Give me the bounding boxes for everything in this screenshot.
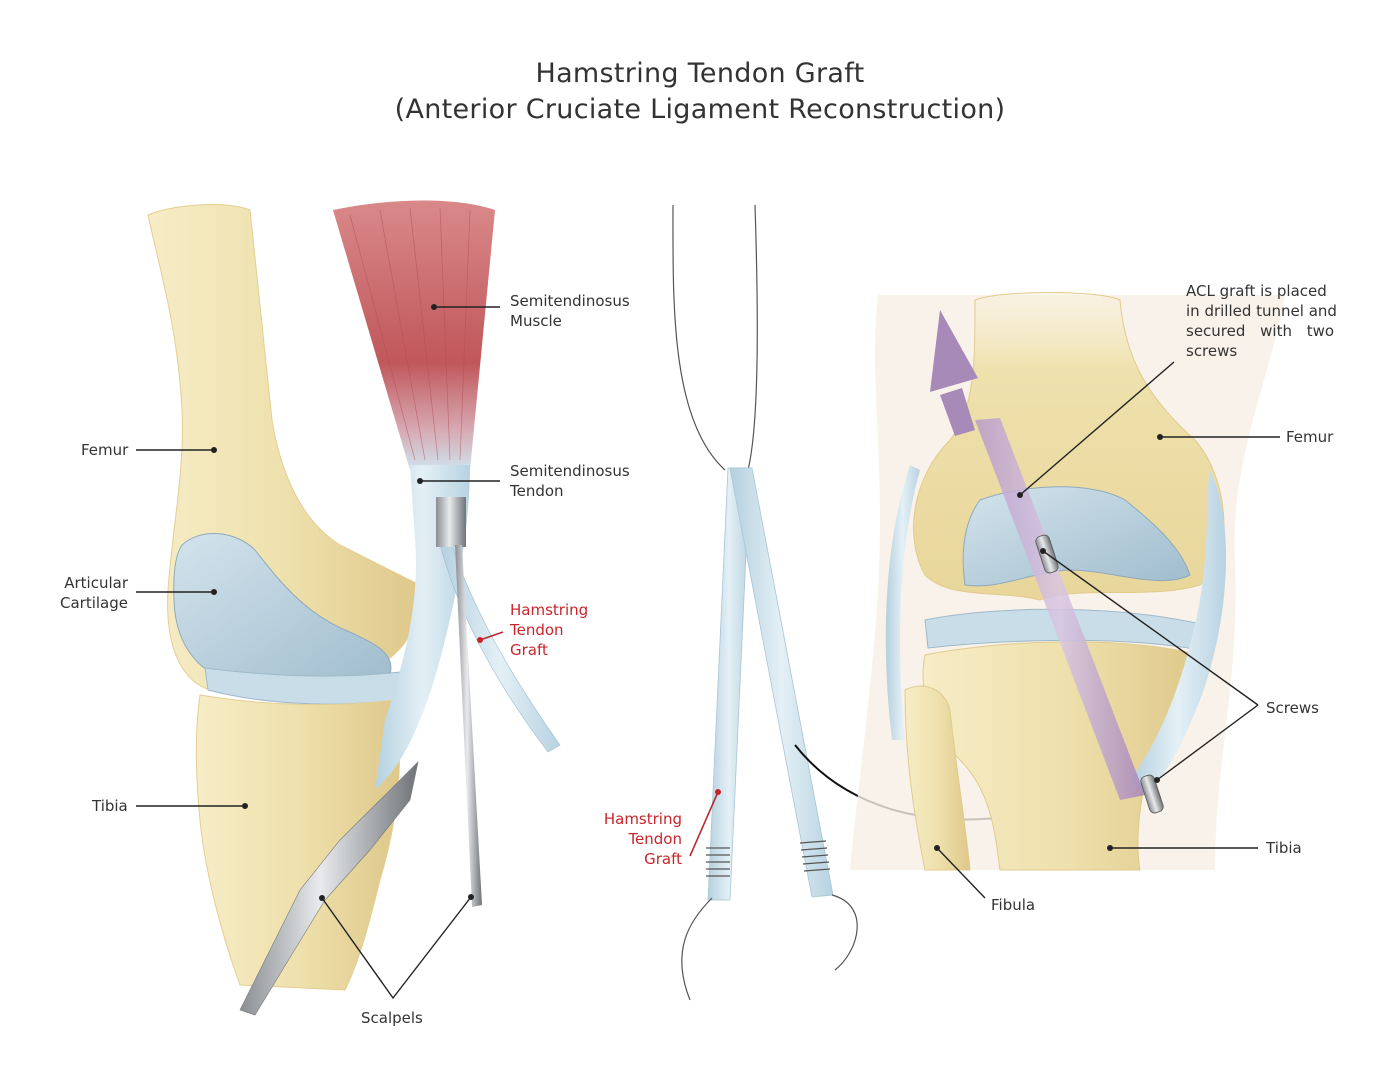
label-graft-center-2: Tendon xyxy=(628,830,682,848)
guide-arrow-shaft xyxy=(940,388,975,436)
left-tibia xyxy=(195,694,401,991)
label-tibia-right: Tibia xyxy=(1266,839,1302,857)
label-graft-center-3: Graft xyxy=(644,850,682,868)
graft-strand-right xyxy=(729,467,834,898)
tendon-stripper-tube xyxy=(436,497,466,547)
label-articular-cartilage-1: Articular xyxy=(64,574,128,592)
label-graft-left-1: Hamstring xyxy=(510,601,589,619)
scalpel xyxy=(239,761,419,1016)
semitendinosus-muscle xyxy=(333,200,495,470)
title-line-1: Hamstring Tendon Graft xyxy=(535,58,865,89)
leader-dots xyxy=(211,304,1163,901)
label-semitendinosus-muscle-1: Semitendinosus xyxy=(510,292,630,310)
label-scalpels: Scalpels xyxy=(361,1009,423,1027)
label-screws: Screws xyxy=(1266,699,1319,717)
label-femur-left: Femur xyxy=(81,441,129,459)
tendon-stripper-shaft xyxy=(455,545,482,907)
title-line-2: (Anterior Cruciate Ligament Reconstructi… xyxy=(394,94,1006,125)
right-knee-illustration xyxy=(850,292,1285,871)
label-tibia-left: Tibia xyxy=(92,797,128,815)
lateral-ligament xyxy=(885,465,920,740)
label-femur-right: Femur xyxy=(1286,428,1334,446)
label-graft-center-1: Hamstring xyxy=(603,810,682,828)
label-acl-note-1: ACL graft is placed xyxy=(1186,282,1327,300)
label-graft-left-3: Graft xyxy=(510,641,548,659)
drill-tunnel xyxy=(975,418,1145,800)
label-fibula: Fibula xyxy=(991,896,1036,914)
label-semitendinosus-muscle-2: Muscle xyxy=(510,312,562,330)
right-fibula xyxy=(904,685,971,871)
label-graft-left-2: Tendon xyxy=(510,621,564,639)
guide-arrow-head xyxy=(930,310,978,392)
label-acl-note-2: in drilled tunnel and xyxy=(1186,302,1337,320)
label-acl-note-4: screws xyxy=(1186,342,1238,360)
leader-lines xyxy=(136,306,1280,1000)
left-knee-illustration xyxy=(147,200,561,1016)
label-semitendinosus-tendon-1: Semitendinosus xyxy=(510,462,630,480)
label-semitendinosus-tendon-2: Tendon xyxy=(510,482,564,500)
label-acl-note-3: secured with two xyxy=(1186,322,1335,340)
medial-ligament xyxy=(1130,470,1227,790)
tibial-screw xyxy=(1140,774,1164,814)
label-articular-cartilage-2: Cartilage xyxy=(60,594,128,612)
